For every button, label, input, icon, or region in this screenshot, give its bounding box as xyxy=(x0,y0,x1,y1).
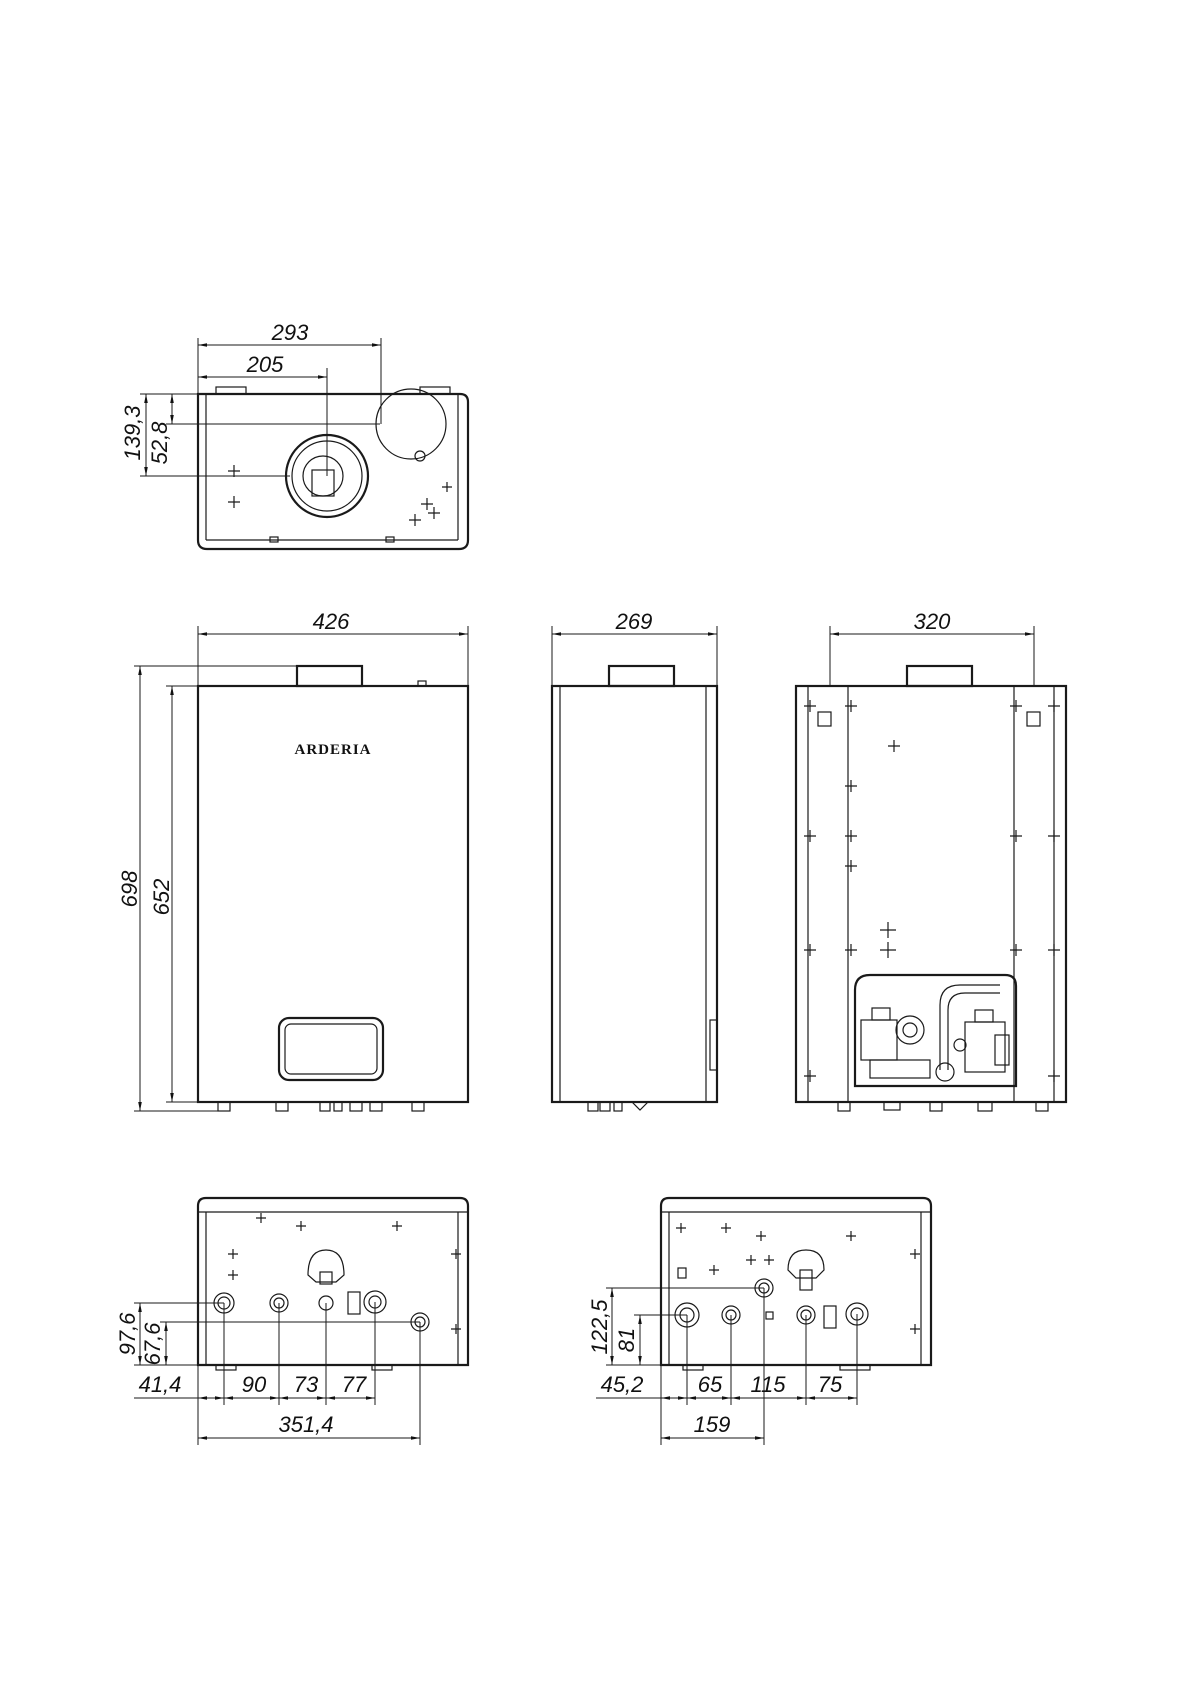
dim-351-4: 351,4 xyxy=(278,1412,333,1437)
dim-269: 269 xyxy=(615,609,653,634)
dim-698: 698 xyxy=(117,870,142,907)
front-view-dimensions: 426 698 652 xyxy=(117,609,469,1112)
back-view-dimensions: 320 xyxy=(829,609,1035,686)
dim-159: 159 xyxy=(694,1412,731,1437)
bottom-view-left xyxy=(196,1196,470,1371)
dim-320: 320 xyxy=(914,609,951,634)
side-view-dimensions: 269 xyxy=(551,609,718,686)
dim-41-4: 41,4 xyxy=(139,1372,182,1397)
dim-52-8: 52,8 xyxy=(147,421,172,465)
brand-logo: ARDERIA xyxy=(294,742,371,758)
top-view-dimensions: 293 205 139,3 52,8 xyxy=(120,320,382,477)
front-view: ARDERIA xyxy=(196,664,470,1112)
dim-115: 115 xyxy=(750,1372,786,1397)
dim-45-2: 45,2 xyxy=(601,1372,644,1397)
dim-75: 75 xyxy=(818,1372,843,1397)
dim-652: 652 xyxy=(149,879,174,916)
bottom-view-right xyxy=(659,1196,933,1371)
back-view xyxy=(794,664,1068,1112)
dim-97-6: 97,6 xyxy=(115,1312,140,1356)
dim-65: 65 xyxy=(698,1372,723,1397)
dim-122-5: 122,5 xyxy=(587,1299,612,1355)
side-view xyxy=(550,664,719,1112)
dim-426: 426 xyxy=(313,609,350,634)
dim-293: 293 xyxy=(271,320,309,345)
bottom-view-right-dimensions: 122,5 81 45,2 65 115 75 159 xyxy=(587,1287,858,1445)
dim-77: 77 xyxy=(342,1372,367,1397)
dim-67-6: 67,6 xyxy=(140,1322,165,1366)
top-view xyxy=(196,386,470,551)
dim-205: 205 xyxy=(246,352,284,377)
dim-90: 90 xyxy=(242,1372,267,1397)
bottom-view-left-dimensions: 97,6 67,6 41,4 90 73 77 351,4 xyxy=(115,1302,421,1445)
dim-139-3: 139,3 xyxy=(120,405,145,461)
dim-81: 81 xyxy=(614,1328,639,1352)
dim-73: 73 xyxy=(294,1372,319,1397)
